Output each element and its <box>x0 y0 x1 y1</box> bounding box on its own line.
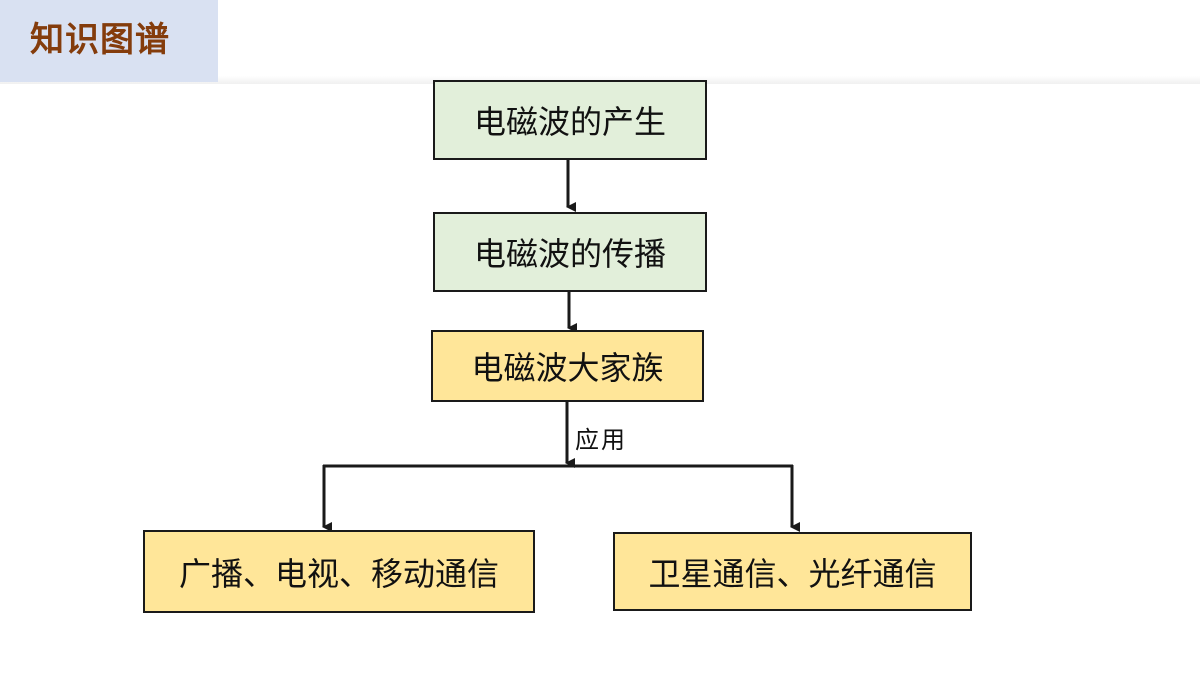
node-family: 电磁波大家族 <box>431 330 704 402</box>
node-propagation: 电磁波的传播 <box>433 212 707 292</box>
title-tab: 知识图谱 <box>0 0 218 82</box>
node-generation: 电磁波的产生 <box>433 80 707 160</box>
node-family-label: 电磁波大家族 <box>471 349 664 387</box>
node-app-right-label: 卫星通信、光纤通信 <box>648 554 937 593</box>
edge-label-application: 应用 <box>575 426 627 454</box>
node-app-left: 广播、电视、移动通信 <box>143 530 535 613</box>
node-app-left-label: 广播、电视、移动通信 <box>178 554 499 593</box>
page-title: 知识图谱 <box>30 20 170 60</box>
node-propagation-label: 电磁波的传播 <box>473 235 666 273</box>
node-app-right: 卫星通信、光纤通信 <box>613 532 972 611</box>
node-generation-label: 电磁波的产生 <box>473 103 666 141</box>
